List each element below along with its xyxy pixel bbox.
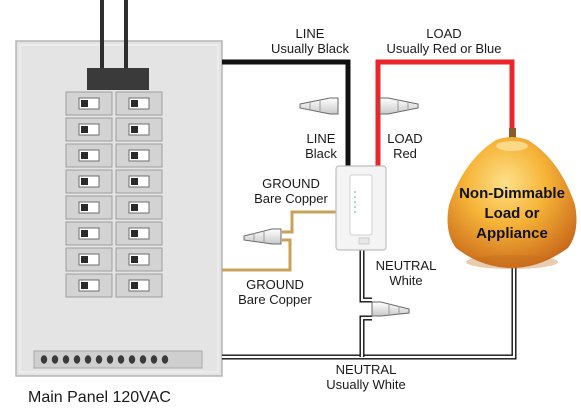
breaker-toggle	[81, 126, 88, 133]
load-top-subtitle: Usually Red or Blue	[386, 41, 502, 56]
breaker-toggle	[81, 178, 88, 185]
neutral-bottom-label: NEUTRAL Usually White	[308, 362, 424, 392]
line-top-label: LINE Usually Black	[252, 26, 368, 56]
load-top-label: LOAD Usually Red or Blue	[376, 26, 512, 56]
breaker-toggle	[81, 100, 88, 107]
breaker-handle	[128, 175, 150, 188]
breaker-handle	[78, 123, 100, 136]
breaker-handle	[78, 201, 100, 214]
bus-terminal	[73, 355, 81, 364]
main-panel	[15, 0, 223, 377]
load-device-line1: Non-Dimmable	[459, 185, 565, 202]
breaker-handle	[78, 175, 100, 188]
switch-indicator-lights	[354, 191, 356, 213]
breaker-handle	[78, 227, 100, 240]
wire-nut-load	[379, 97, 419, 115]
bus-terminal	[139, 355, 147, 364]
line-top-subtitle: Usually Black	[270, 41, 350, 56]
breaker-handle	[128, 97, 150, 110]
bus-terminal	[150, 355, 158, 364]
breaker-toggle	[131, 100, 138, 107]
main-breaker	[87, 68, 149, 90]
bus-terminal	[62, 355, 70, 364]
neutral-switch-title: NEUTRAL	[375, 258, 437, 273]
breaker-handle	[78, 279, 100, 292]
neutral-bottom-subtitle: Usually White	[326, 377, 406, 392]
breaker-handle	[78, 97, 100, 110]
breaker-handle	[78, 253, 100, 266]
load-device-label: Non-Dimmable Load or Appliance	[446, 184, 578, 244]
bus-bar-terminals	[40, 355, 169, 364]
ground-upper-title: GROUND	[262, 176, 320, 191]
wire-nut-ground	[243, 228, 282, 245]
load-switch-subtitle: Red	[393, 146, 417, 161]
breaker-toggle	[131, 230, 138, 237]
breaker-toggle	[81, 204, 88, 211]
load-device-line2: Load or	[484, 205, 540, 222]
breaker-toggle	[81, 282, 88, 289]
bus-terminal	[84, 355, 92, 364]
breaker-handle	[128, 123, 150, 136]
breaker-handle	[128, 201, 150, 214]
neutral-bottom-title: NEUTRAL	[335, 362, 397, 377]
bus-terminal	[161, 355, 169, 364]
wire-nut-line	[299, 97, 339, 115]
service-feed-cables	[100, 0, 128, 70]
load-switch-title: LOAD	[387, 131, 423, 146]
bus-terminal	[40, 355, 48, 364]
neutral-switch-label: NEUTRAL White	[366, 258, 446, 288]
breaker-toggle	[131, 178, 138, 185]
panel-title: Main Panel 120VAC	[28, 389, 171, 406]
bus-terminal	[106, 355, 114, 364]
neutral-wires	[222, 248, 517, 360]
breaker-toggle	[131, 152, 138, 159]
breaker-handle	[128, 227, 150, 240]
breaker-handle	[128, 149, 150, 162]
breaker-bank	[65, 91, 163, 298]
line-wire	[222, 59, 351, 168]
breaker-handle	[128, 253, 150, 266]
ground-wires	[222, 210, 337, 272]
load-switch-label: LOAD Red	[382, 131, 428, 161]
ground-lower-label: GROUND Bare Copper	[228, 277, 322, 307]
line-switch-title: LINE	[306, 131, 336, 146]
bus-terminal	[128, 355, 136, 364]
ground-lower-subtitle: Bare Copper	[238, 292, 312, 307]
ground-lower-title: GROUND	[246, 277, 304, 292]
breaker-handle	[128, 279, 150, 292]
pendant-lamp	[447, 128, 577, 269]
wire-nut-neutral	[371, 301, 410, 317]
ground-upper-label: GROUND Bare Copper	[244, 176, 338, 206]
load-top-title: LOAD	[426, 26, 462, 41]
load-wire	[375, 59, 515, 168]
breaker-toggle	[81, 230, 88, 237]
load-device-line3: Appliance	[476, 225, 548, 242]
bus-terminal	[51, 355, 59, 364]
line-switch-label: LINE Black	[298, 131, 344, 161]
breaker-toggle	[131, 126, 138, 133]
breaker-handle	[78, 149, 100, 162]
bus-terminal	[117, 355, 125, 364]
line-top-title: LINE	[295, 26, 325, 41]
breaker-toggle	[131, 282, 138, 289]
bus-terminal	[95, 355, 103, 364]
ground-upper-subtitle: Bare Copper	[254, 191, 328, 206]
line-switch-subtitle: Black	[305, 146, 337, 161]
breaker-toggle	[131, 204, 138, 211]
breaker-toggle	[131, 256, 138, 263]
neutral-switch-subtitle: White	[389, 273, 423, 288]
wall-switch	[335, 165, 387, 251]
breaker-toggle	[81, 152, 88, 159]
breaker-toggle	[81, 256, 88, 263]
